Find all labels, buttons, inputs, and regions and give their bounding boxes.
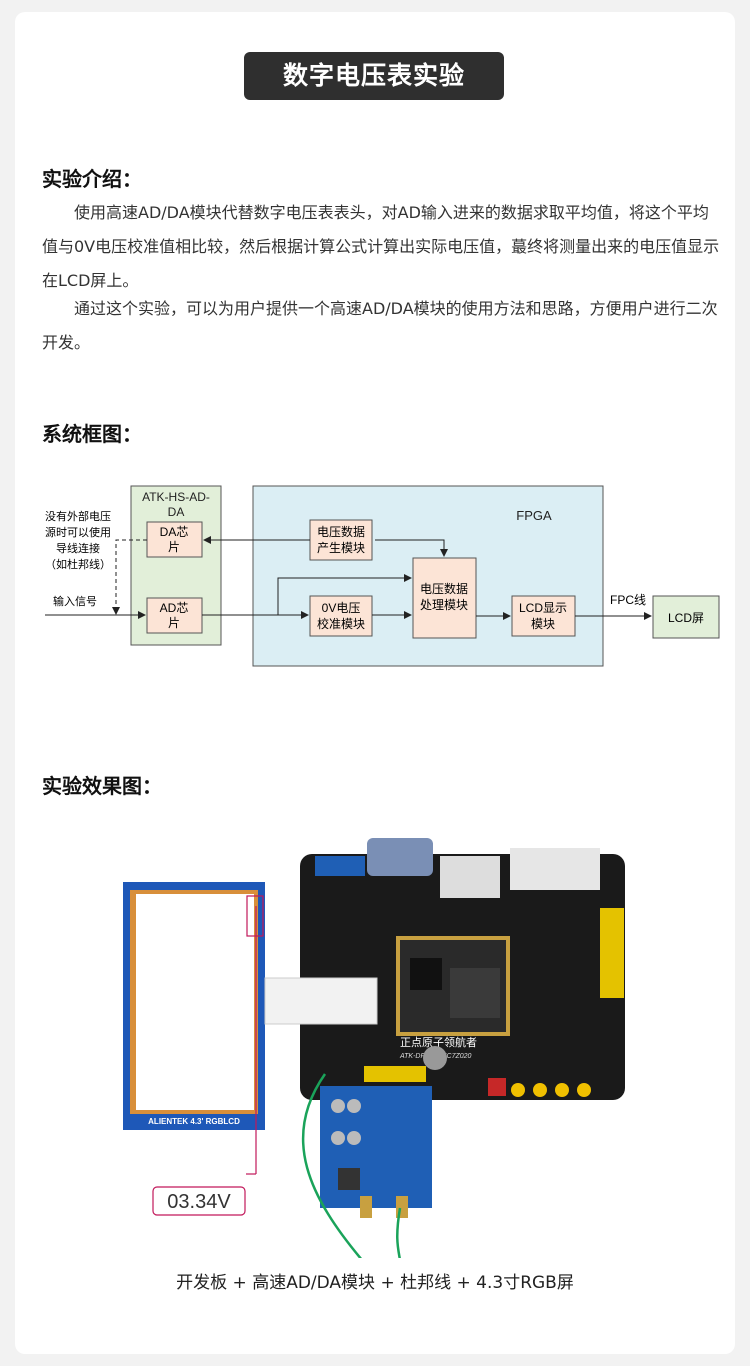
red-button bbox=[488, 1078, 506, 1096]
ethernet-ports bbox=[510, 848, 600, 890]
voltage-reading: 03.34V bbox=[167, 1191, 231, 1213]
callout-box bbox=[246, 895, 264, 937]
lcd-screen-label: LCD屏 bbox=[668, 611, 704, 625]
terminal-block bbox=[315, 856, 365, 876]
module-label-2: DA bbox=[168, 505, 185, 519]
green-jumper-wire-2 bbox=[396, 1207, 402, 1258]
capacitor-2 bbox=[347, 1099, 361, 1113]
module-label: ATK-HS-AD- bbox=[142, 490, 210, 504]
result-caption: 开发板 + 高速AD/DA模块 + 杜邦线 + 4.3寸RGB屏 bbox=[176, 1273, 574, 1293]
fpga-chip bbox=[450, 968, 500, 1018]
side-header bbox=[600, 908, 624, 998]
system-block-diagram: ATK-HS-AD- DA FPGA DA芯 片 AD芯 片 电压数据 产生模块… bbox=[45, 485, 720, 667]
module-button bbox=[338, 1168, 360, 1190]
chip bbox=[410, 958, 442, 990]
calibration-label-2: 校准模块 bbox=[317, 616, 365, 631]
ad-chip-block bbox=[146, 597, 203, 634]
capacitor-1 bbox=[331, 1099, 345, 1113]
lcd-screen-block bbox=[652, 595, 720, 639]
intro-paragraph-2: 通过这个实验，可以为用户提供一个高速AD/DA模块的使用方法和思路，方便用户进行… bbox=[42, 299, 718, 352]
voltage-gen-label-2: 产生模块 bbox=[317, 541, 365, 555]
lcd-display-label: LCD显示 bbox=[519, 601, 567, 615]
note-line-1: 没有外部电压 bbox=[45, 509, 111, 523]
lcd-display-label-2: 模块 bbox=[531, 617, 555, 631]
yellow-button-4 bbox=[577, 1083, 591, 1097]
da-chip-label: DA芯 bbox=[160, 525, 189, 539]
yellow-button-2 bbox=[533, 1083, 547, 1097]
yellow-button-3 bbox=[555, 1083, 569, 1097]
processing-label: 电压数据 bbox=[420, 581, 468, 596]
intro-paragraph-1: 使用高速AD/DA模块代替数字电压表表头，对AD输入进来的数据求取平均值，将这个… bbox=[42, 203, 720, 290]
result-photo: 正点原子领航者 ATK-DFPGA-XC7Z020 ALIENTEK 4.3' … bbox=[123, 838, 625, 1258]
capacitor-4 bbox=[347, 1131, 361, 1145]
lcd-brand: ALIENTEK 4.3' RGBLCD bbox=[148, 1117, 240, 1126]
board-label: 正点原子领航者 bbox=[400, 1035, 477, 1049]
input-signal-label: 输入信号 bbox=[53, 594, 97, 608]
dashed-arrow-da-to-ad bbox=[112, 539, 147, 615]
fpga-label: FPGA bbox=[516, 508, 552, 523]
voltage-reading-box bbox=[152, 1186, 246, 1216]
fpc-cable bbox=[264, 977, 378, 1025]
da-chip-label-2: 片 bbox=[168, 540, 180, 554]
battery bbox=[423, 1046, 447, 1070]
db9-connector bbox=[367, 838, 433, 876]
yellow-button-1 bbox=[511, 1083, 525, 1097]
fpc-label: FPC线 bbox=[610, 593, 646, 607]
sma-connector-1 bbox=[360, 1196, 372, 1218]
capacitor-3 bbox=[331, 1131, 345, 1145]
pin-header bbox=[364, 1066, 426, 1082]
arrow-gen-to-process bbox=[375, 539, 448, 557]
usb-ports bbox=[440, 856, 500, 898]
da-chip-block bbox=[146, 521, 203, 558]
ad-chip-label: AD芯 bbox=[160, 601, 189, 615]
ad-chip-label-2: 片 bbox=[168, 616, 180, 630]
result-heading: 实验效果图： bbox=[42, 774, 162, 798]
note-line-2: 源时可以使用 bbox=[45, 525, 111, 539]
calibration-label: 0V电压 bbox=[322, 601, 361, 615]
intro-heading: 实验介绍： bbox=[42, 167, 142, 191]
processing-label-2: 处理模块 bbox=[420, 598, 468, 612]
note-line-4: （如杜邦线） bbox=[45, 557, 111, 571]
voltage-gen-block bbox=[309, 519, 373, 561]
lcd-screen bbox=[136, 894, 254, 1110]
calibration-block bbox=[309, 595, 373, 637]
arrow-ad-to-process bbox=[277, 574, 412, 615]
lcd-display-block bbox=[511, 595, 576, 637]
note-line-3: 导线连接 bbox=[56, 541, 100, 555]
processing-block bbox=[412, 557, 477, 639]
green-jumper-wire bbox=[301, 1073, 362, 1258]
voltage-gen-label: 电压数据 bbox=[317, 524, 365, 539]
page-title: 数字电压表实验 bbox=[244, 52, 504, 100]
diagram-heading: 系统框图： bbox=[42, 422, 142, 446]
